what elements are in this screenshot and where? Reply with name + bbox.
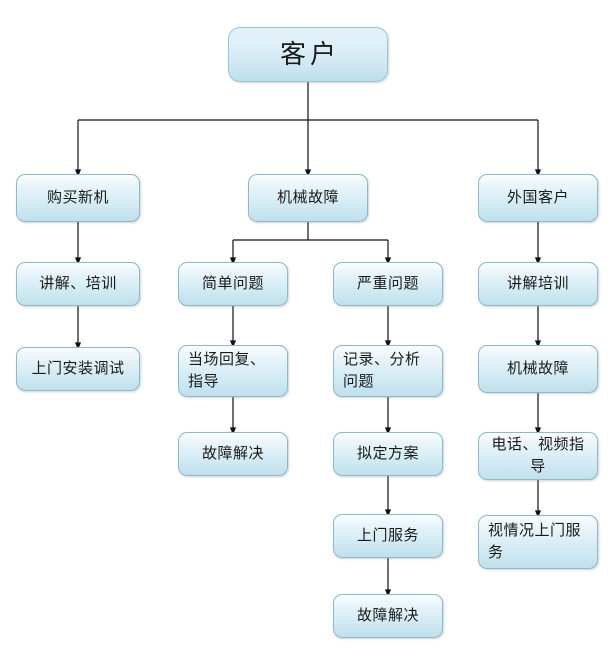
flow-node-label: 客户 xyxy=(279,39,340,69)
flow-node-label: 简单问题 xyxy=(201,275,264,292)
flow-node-label: 当场回复、指导 xyxy=(188,351,266,390)
flow-node[interactable]: 拟定方案 xyxy=(333,432,443,476)
flow-node[interactable]: 讲解、培训 xyxy=(16,262,140,306)
flow-node[interactable]: 故障解决 xyxy=(178,432,288,476)
flow-node-label: 讲解、培训 xyxy=(39,275,117,292)
flow-node-label: 故障解决 xyxy=(201,445,264,462)
flow-node[interactable]: 简单问题 xyxy=(178,262,288,306)
flow-node[interactable]: 严重问题 xyxy=(333,262,443,306)
flow-node[interactable]: 上门服务 xyxy=(333,514,443,558)
flow-node[interactable]: 当场回复、指导 xyxy=(178,345,288,397)
flow-node[interactable]: 电话、视频指导 xyxy=(478,432,598,480)
flow-node[interactable]: 外国客户 xyxy=(478,174,598,222)
flow-node-label: 购买新机 xyxy=(46,189,109,206)
flow-node[interactable]: 故障解决 xyxy=(333,594,443,638)
flow-node-label: 拟定方案 xyxy=(356,445,419,462)
flow-node-label: 视情况上门服务 xyxy=(488,522,582,561)
flow-node[interactable]: 视情况上门服务 xyxy=(478,515,598,569)
flow-node[interactable]: 记录、分析问题 xyxy=(333,345,443,397)
flow-node[interactable]: 机械故障 xyxy=(478,345,598,393)
flow-node-label: 机械故障 xyxy=(506,360,569,377)
flow-node-root[interactable]: 客户 xyxy=(228,27,388,82)
flow-node-label: 上门安装调试 xyxy=(31,360,125,377)
flow-node[interactable]: 上门安装调试 xyxy=(16,347,140,391)
flow-node-label: 外国客户 xyxy=(506,189,569,206)
flow-node[interactable]: 讲解培训 xyxy=(478,262,598,306)
flow-node-label: 上门服务 xyxy=(356,527,419,544)
flow-node-label: 机械故障 xyxy=(276,189,339,206)
flow-node-label: 电话、视频指导 xyxy=(491,436,585,475)
flow-node[interactable]: 购买新机 xyxy=(16,174,140,222)
flow-node-label: 讲解培训 xyxy=(506,275,569,292)
flow-node-label: 故障解决 xyxy=(356,607,419,624)
flow-node-label: 严重问题 xyxy=(356,275,419,292)
flow-node[interactable]: 机械故障 xyxy=(248,174,368,222)
flow-node-label: 记录、分析问题 xyxy=(343,351,421,390)
